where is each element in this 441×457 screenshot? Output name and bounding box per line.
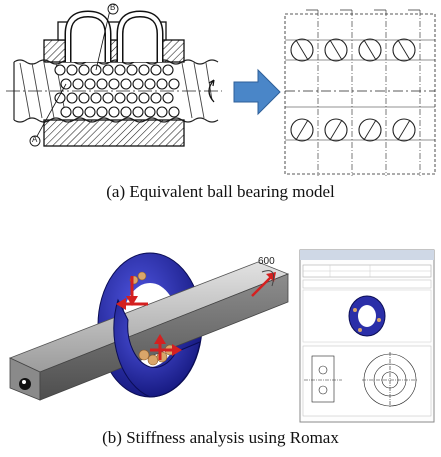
equivalent-bearing-model: [284, 9, 436, 176]
callout-label-b: B: [110, 3, 116, 12]
bearing-ring-front: [113, 298, 201, 398]
torque-arrow-icon: [251, 275, 273, 297]
torque-readout: 600: [258, 256, 275, 267]
equivalence-arrow-icon: [233, 68, 281, 116]
return-tube-left: [64, 10, 112, 62]
shaft-front-face: [39, 273, 289, 401]
caption-panel-a: (a) Equivalent ball bearing model: [106, 182, 335, 201]
rotation-arrow-icon: [208, 79, 215, 103]
nut-body-bottom: [43, 119, 185, 147]
callout-b-circle: [107, 3, 119, 15]
romax-window-screenshot: [299, 249, 435, 423]
ball-screw-drawing: [6, 3, 222, 147]
caption-panel-b: (b) Stiffness analysis using Romax: [102, 428, 339, 447]
callout-label-a: A: [32, 135, 38, 144]
romax-3d-model: [8, 252, 290, 401]
return-tube-right: [116, 10, 164, 62]
callout-a-circle: [29, 135, 41, 147]
